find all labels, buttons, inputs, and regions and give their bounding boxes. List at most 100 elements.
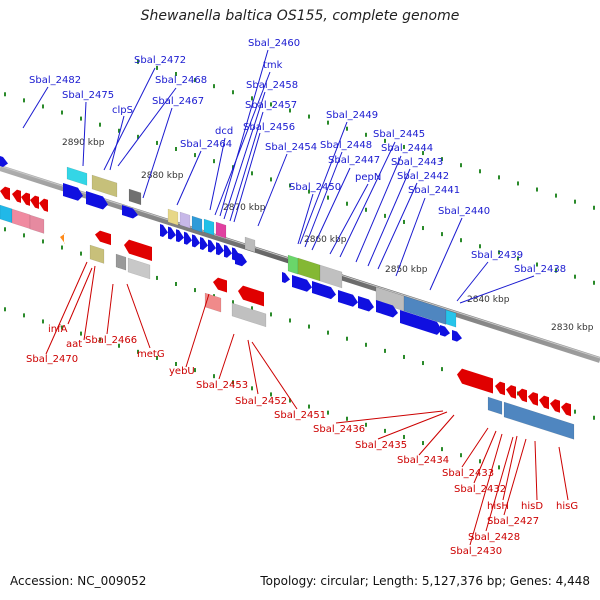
leader-line (503, 438, 527, 516)
gene-label-Sbal_2468[interactable]: Sbal_2468 (155, 75, 207, 86)
gene-arrow (184, 231, 192, 245)
gene-label-Sbal_2452[interactable]: Sbal_2452 (235, 396, 287, 407)
gene-label-Sbal_2451[interactable]: Sbal_2451 (274, 410, 326, 421)
gene-label-hisG[interactable]: hisG (556, 501, 578, 512)
tick-mark (555, 193, 557, 198)
gene-label-Sbal_2430[interactable]: Sbal_2430 (450, 546, 502, 557)
leader-line (311, 167, 351, 251)
gene-block (66, 166, 88, 186)
gene-label-Sbal_2448[interactable]: Sbal_2448 (320, 140, 372, 151)
gene-label-Sbal_2470[interactable]: Sbal_2470 (26, 354, 78, 365)
gene-arrow (452, 330, 462, 342)
gene-label-hisD[interactable]: hisD (521, 501, 543, 512)
gene-block (503, 401, 575, 440)
gene-label-Sbal_2428[interactable]: Sbal_2428 (468, 532, 520, 543)
tick-mark (251, 96, 253, 101)
gene-label-Sbal_2445[interactable]: Sbal_2445 (373, 129, 425, 140)
gene-label-Sbal_2457[interactable]: Sbal_2457 (245, 100, 297, 111)
gene-label-infA[interactable]: infA (48, 324, 68, 335)
tick-mark (327, 330, 329, 335)
gene-block (203, 218, 215, 236)
tick-mark (327, 195, 329, 200)
leader-line (299, 121, 348, 245)
gene-arrow (528, 392, 538, 406)
gene-label-Sbal_2433[interactable]: Sbal_2433 (442, 468, 494, 479)
gene-arrow (506, 385, 516, 399)
gene-block (29, 214, 45, 234)
tick-mark (289, 398, 291, 403)
tick-mark (346, 126, 348, 131)
tick-mark (194, 288, 196, 293)
leader-line (117, 87, 177, 167)
tick-mark (80, 251, 82, 256)
gene-label-Sbal_2442[interactable]: Sbal_2442 (397, 171, 449, 182)
tick-mark (80, 331, 82, 336)
gene-label-aat[interactable]: aat (66, 339, 82, 350)
gene-label-Sbal_2460[interactable]: Sbal_2460 (248, 38, 300, 49)
gene-label-Sbal_2472[interactable]: Sbal_2472 (134, 55, 186, 66)
gene-label-Sbal_2444[interactable]: Sbal_2444 (381, 143, 433, 154)
scale-label-2870: 2870 kbp (223, 203, 266, 213)
gene-label-Sbal_2454[interactable]: Sbal_2454 (265, 142, 317, 153)
leader-line (209, 137, 226, 211)
gene-arrow (312, 281, 336, 300)
tick-mark (441, 367, 443, 372)
tick-mark (194, 368, 196, 373)
gene-arrow (160, 224, 168, 237)
gene-arrow (216, 242, 224, 256)
gene-label-Sbal_2434[interactable]: Sbal_2434 (397, 455, 449, 466)
gene-arrow (235, 252, 247, 267)
tick-mark (118, 128, 120, 133)
gene-label-Sbal_2475[interactable]: Sbal_2475 (62, 90, 114, 101)
gene-label-clpS[interactable]: clpS (112, 105, 133, 116)
gene-label-Sbal_2464[interactable]: Sbal_2464 (180, 139, 232, 150)
tick-mark (251, 386, 253, 391)
gene-label-Sbal_2466[interactable]: Sbal_2466 (85, 335, 137, 346)
tick-mark (308, 114, 310, 119)
tick-mark (593, 205, 595, 210)
scale-label-2830: 2830 kbp (551, 323, 594, 333)
minus-strand-labels: infA aat Sbal_2470 Sbal_2466 metG yebU S… (26, 324, 578, 557)
leader-line (367, 168, 411, 267)
gene-arrow (124, 239, 152, 261)
tick-mark (156, 355, 158, 360)
tick-mark (270, 102, 272, 107)
gene-label-yebU[interactable]: yebU (169, 366, 195, 377)
gene-label-Sbal_2440[interactable]: Sbal_2440 (438, 206, 490, 217)
topology-text: Topology: circular; Length: 5,127,376 bp… (260, 574, 590, 588)
gene-label-Sbal_2441[interactable]: Sbal_2441 (408, 185, 460, 196)
gene-label-Sbal_2443[interactable]: Sbal_2443 (391, 157, 443, 168)
gene-label-Sbal_2467[interactable]: Sbal_2467 (152, 96, 204, 107)
gene-label-dcd[interactable]: dcd (215, 126, 233, 137)
tick-mark (346, 201, 348, 206)
gene-label-pepN[interactable]: pepN (355, 172, 381, 183)
tick-mark (593, 280, 595, 285)
tick-mark (365, 342, 367, 347)
gene-label-Sbal_2482[interactable]: Sbal_2482 (29, 75, 81, 86)
tick-mark (365, 207, 367, 212)
gene-label-Sbal_2453[interactable]: Sbal_2453 (196, 380, 248, 391)
gene-arrow (200, 237, 208, 250)
gene-block (11, 208, 31, 230)
tick-mark (175, 147, 177, 151)
gene-label-metG[interactable]: metG (137, 349, 165, 360)
gene-label-Sbal_2427[interactable]: Sbal_2427 (487, 516, 539, 527)
gene-label-Sbal_2447[interactable]: Sbal_2447 (328, 155, 380, 166)
gene-label-Sbal_2432[interactable]: Sbal_2432 (454, 484, 506, 495)
tick-mark (346, 416, 348, 421)
gene-label-Sbal_2439[interactable]: Sbal_2439 (471, 250, 523, 261)
gene-block (204, 292, 222, 313)
gene-label-hisH[interactable]: hisH (487, 501, 509, 512)
gene-label-Sbal_2450[interactable]: Sbal_2450 (289, 182, 341, 193)
gene-block (179, 211, 191, 229)
gene-label-Sbal_2436[interactable]: Sbal_2436 (313, 424, 365, 435)
gene-label-tmk[interactable]: tmk (263, 60, 283, 71)
tick-mark (308, 189, 310, 194)
gene-label-Sbal_2458[interactable]: Sbal_2458 (246, 80, 298, 91)
tick-mark (384, 213, 386, 218)
gene-label-Sbal_2438[interactable]: Sbal_2438 (514, 264, 566, 275)
genome-title: Shewanella baltica OS155, complete genom… (140, 8, 460, 24)
gene-label-Sbal_2456[interactable]: Sbal_2456 (243, 122, 295, 133)
gene-label-Sbal_2449[interactable]: Sbal_2449 (326, 110, 378, 121)
gene-label-Sbal_2435[interactable]: Sbal_2435 (355, 440, 407, 451)
